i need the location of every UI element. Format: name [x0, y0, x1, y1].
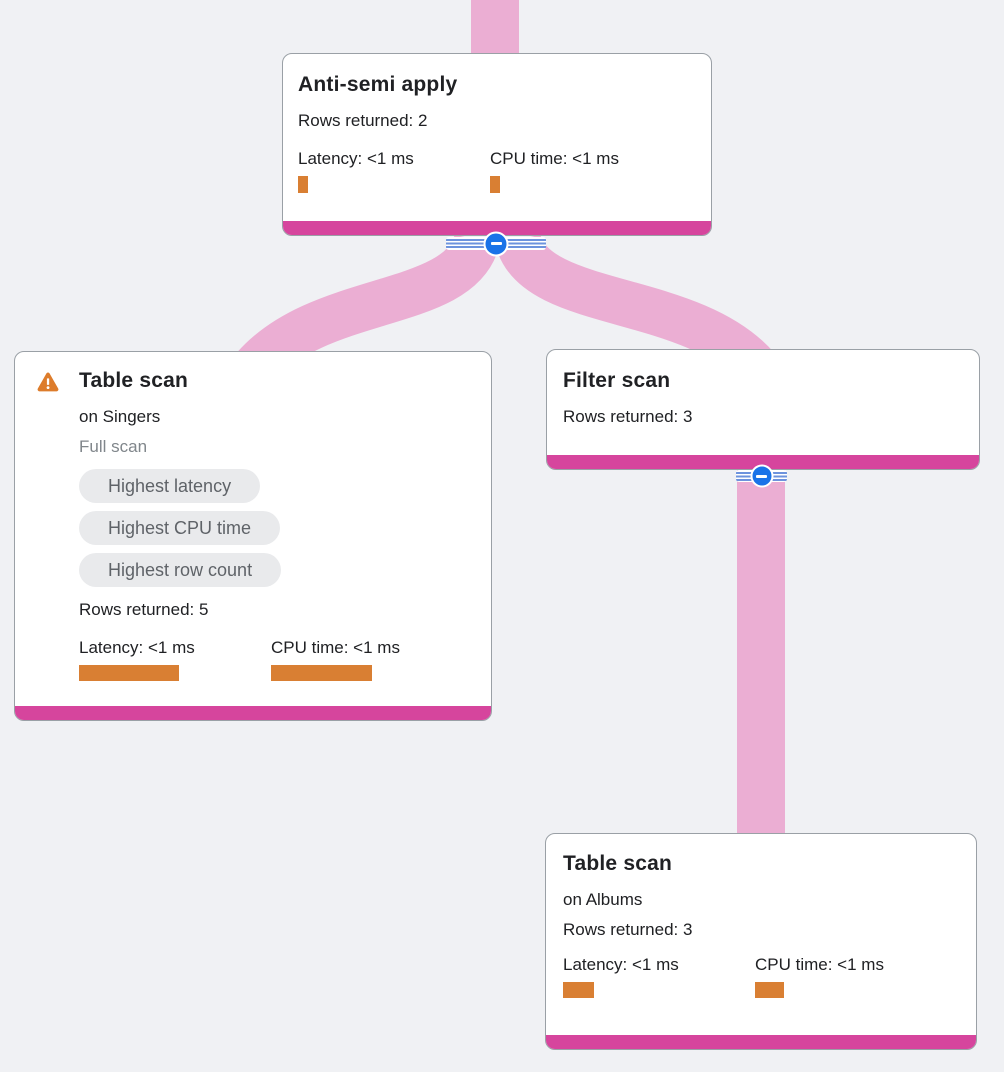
node-subtitle: on Singers [79, 407, 161, 426]
latency-bar [298, 176, 308, 193]
edge-anti-semi-to-table-scan-singers [236, 232, 500, 384]
node-subtitle: on Albums [563, 890, 643, 909]
cpu-time-bar [490, 176, 500, 193]
collapse-strip [736, 464, 787, 488]
collapse-button[interactable] [750, 464, 773, 488]
latency-metric: Latency: <1 ms [298, 149, 490, 193]
node-accent-bar [547, 455, 979, 469]
latency-label: Latency: <1 ms [563, 955, 679, 974]
latency-label: Latency: <1 ms [79, 638, 195, 657]
node-title: Filter scan [563, 369, 671, 392]
cpu-time-bar [271, 665, 372, 681]
node-table-scan-albums[interactable]: Table scan on Albums Rows returned: 3 La… [545, 833, 977, 1050]
rows-returned: Rows returned: 3 [563, 407, 693, 426]
node-accent-bar [283, 221, 711, 235]
cpu-time-label: CPU time: <1 ms [271, 638, 400, 657]
node-accent-bar [15, 706, 491, 720]
node-header: Table scan on Singers Full scan Highest … [37, 369, 475, 681]
badge-highest-row-count: Highest row count [79, 553, 282, 587]
cpu-time-bar [755, 982, 784, 998]
collapse-button[interactable] [483, 231, 509, 256]
node-anti-semi-apply[interactable]: Anti-semi apply Rows returned: 2 Latency… [282, 53, 712, 236]
latency-metric: Latency: <1 ms [79, 638, 271, 681]
edge-anti-semi-to-filter-scan [495, 232, 775, 384]
node-table-scan-singers[interactable]: Table scan on Singers Full scan Highest … [14, 351, 492, 721]
rows-returned: Rows returned: 5 [79, 600, 209, 619]
latency-metric: Latency: <1 ms [563, 955, 755, 998]
latency-bar [563, 982, 594, 998]
cpu-metric: CPU time: <1 ms [755, 955, 947, 998]
rows-returned: Rows returned: 3 [563, 920, 693, 939]
node-accent-bar [546, 1035, 976, 1049]
latency-label: Latency: <1 ms [298, 149, 414, 168]
badges: Highest latency Highest CPU time Highest… [79, 469, 463, 595]
cpu-time-label: CPU time: <1 ms [490, 149, 619, 168]
badge-highest-latency: Highest latency [79, 469, 261, 503]
minus-icon [490, 242, 502, 245]
collapse-strip [446, 231, 546, 256]
node-title: Table scan [79, 369, 188, 392]
node-filter-scan[interactable]: Filter scan Rows returned: 3 [546, 349, 980, 470]
metrics-row: Latency: <1 ms CPU time: <1 ms [563, 955, 960, 998]
cpu-time-label: CPU time: <1 ms [755, 955, 884, 974]
node-body: Table scan on Singers Full scan Highest … [79, 369, 463, 681]
warning-icon [37, 372, 59, 392]
latency-bar [79, 665, 179, 681]
metrics-row: Latency: <1 ms CPU time: <1 ms [79, 638, 463, 681]
metrics-row: Latency: <1 ms CPU time: <1 ms [298, 149, 695, 193]
node-title: Table scan [563, 852, 672, 875]
minus-icon [756, 474, 767, 478]
cpu-metric: CPU time: <1 ms [490, 149, 682, 193]
rows-returned: Rows returned: 2 [298, 111, 428, 130]
badge-highest-cpu-time: Highest CPU time [79, 511, 281, 545]
cpu-metric: CPU time: <1 ms [271, 638, 463, 681]
scan-type: Full scan [79, 437, 148, 456]
node-title: Anti-semi apply [298, 73, 458, 96]
